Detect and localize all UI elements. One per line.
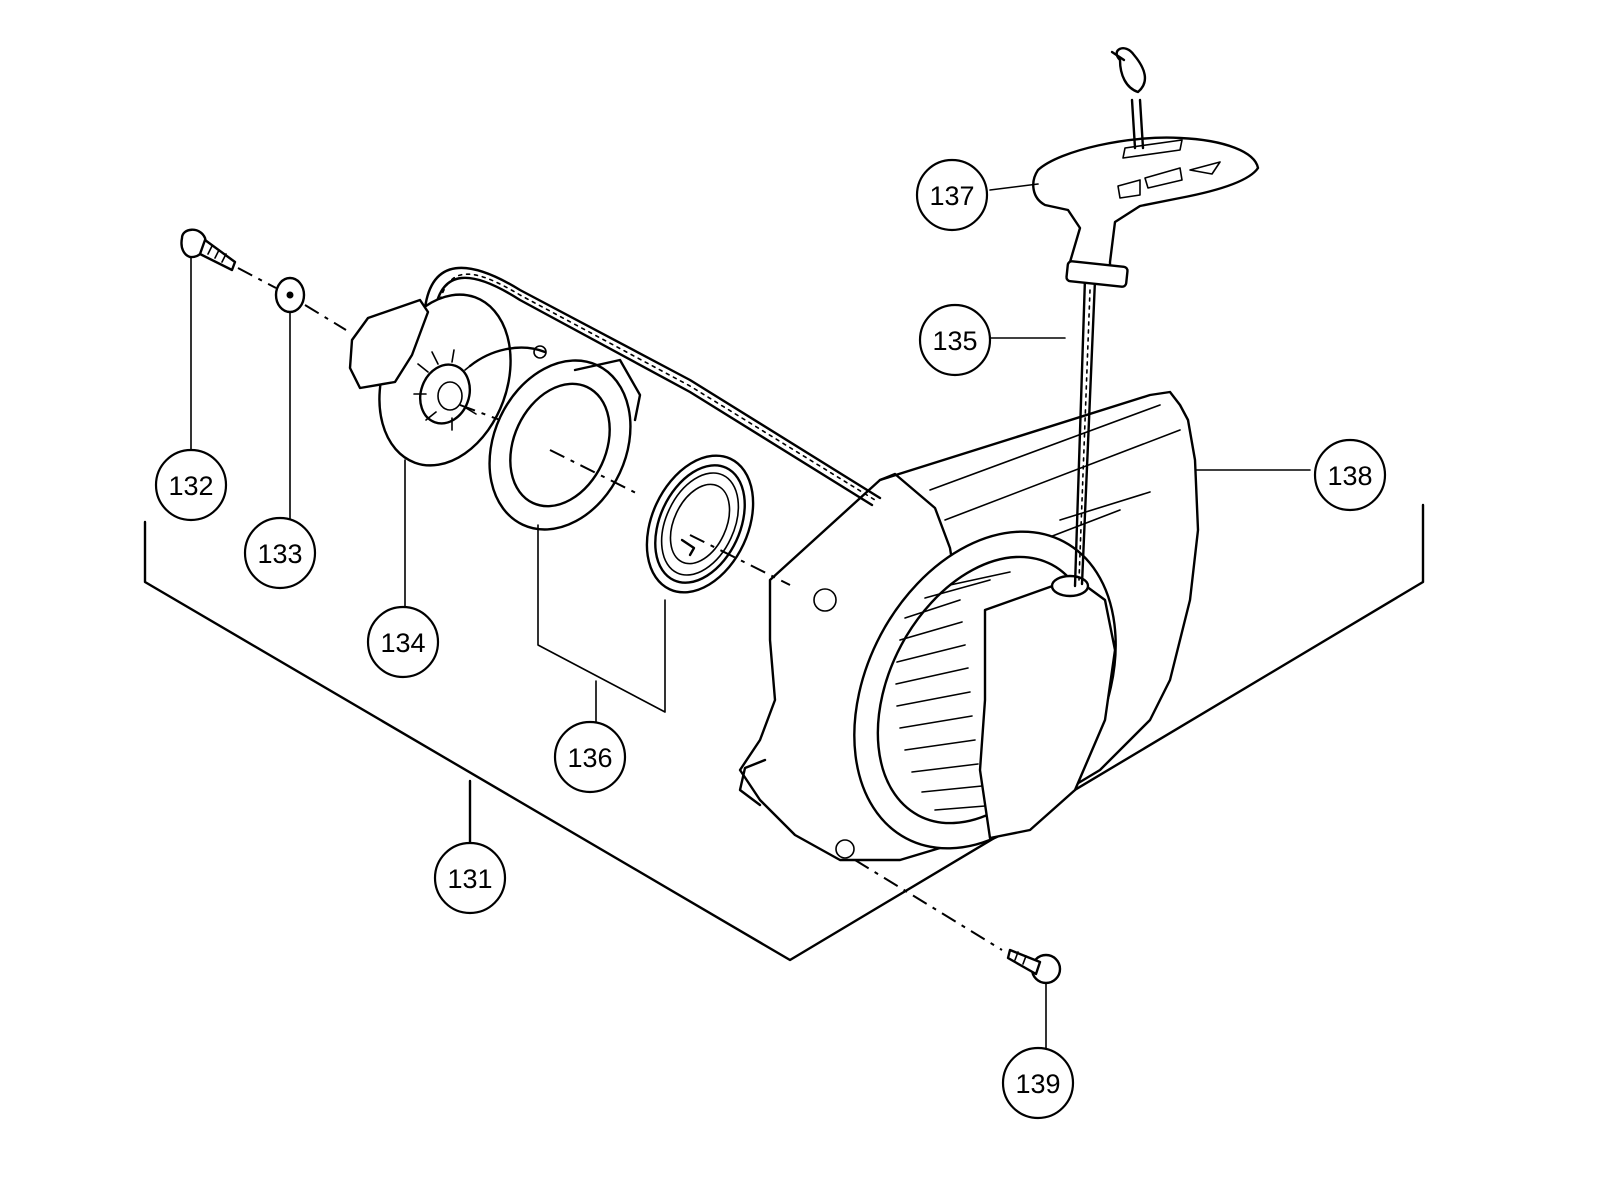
screw <box>1006 948 1062 985</box>
callout-131: 131 <box>433 841 507 915</box>
recoil-spring <box>645 454 755 594</box>
svg-text:139: 139 <box>1015 1069 1060 1099</box>
spring-ring <box>488 358 642 531</box>
svg-text:134: 134 <box>380 628 425 658</box>
bolt <box>180 228 237 272</box>
svg-text:136: 136 <box>567 743 612 773</box>
starter-housing <box>738 390 1200 862</box>
callout-135: 135 <box>918 303 992 377</box>
svg-text:131: 131 <box>447 864 492 894</box>
washer <box>274 276 306 314</box>
starter-handle <box>1032 47 1260 288</box>
svg-text:138: 138 <box>1327 461 1372 491</box>
callout-138: 138 <box>1313 438 1387 512</box>
leader-lines <box>190 183 1311 1049</box>
assembly-bracket <box>143 503 1425 962</box>
callout-133: 133 <box>243 516 317 590</box>
callout-136: 136 <box>553 720 627 794</box>
callout-137: 137 <box>915 158 989 232</box>
svg-text:137: 137 <box>929 181 974 211</box>
svg-text:133: 133 <box>257 539 302 569</box>
callout-139: 139 <box>1001 1046 1075 1120</box>
callout-134: 134 <box>366 605 440 679</box>
svg-text:135: 135 <box>932 326 977 356</box>
callout-132: 132 <box>154 448 228 522</box>
svg-text:132: 132 <box>168 471 213 501</box>
starter-rope <box>423 266 1097 588</box>
rope-reel <box>348 293 547 467</box>
exploded-view-center-lines <box>237 267 1003 951</box>
